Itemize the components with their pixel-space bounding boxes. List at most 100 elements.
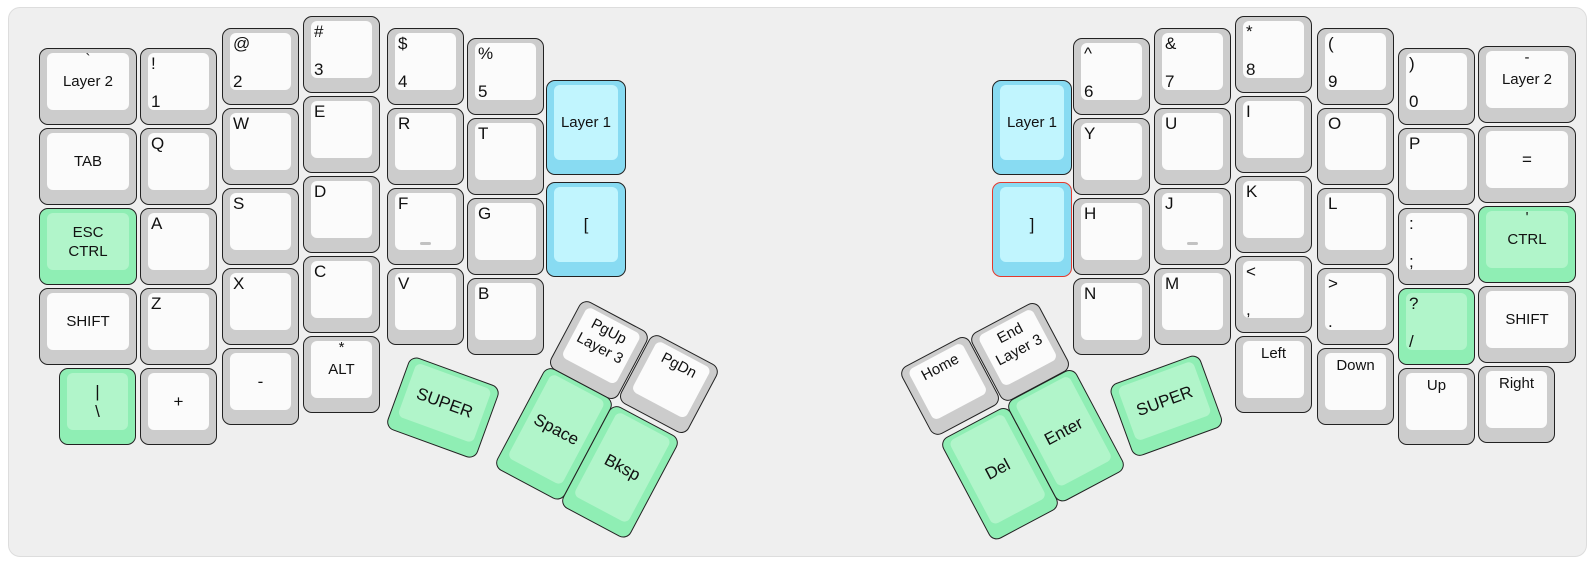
key-label: Down <box>1321 353 1390 410</box>
key-slash[interactable]: ?/ <box>1398 288 1475 365</box>
key-label-line: | <box>95 381 100 401</box>
key-u[interactable]: U <box>1154 108 1231 185</box>
key-0[interactable]: )0 <box>1398 48 1475 125</box>
keycap-top <box>148 213 209 270</box>
keycap-top <box>1081 283 1142 340</box>
keycap-top <box>1406 293 1467 350</box>
key-pipe-backslash[interactable]: |\ <box>59 368 136 445</box>
key-c[interactable]: C <box>303 256 380 333</box>
key-legend-top-left: Z <box>151 294 162 313</box>
key-6[interactable]: ^6 <box>1073 38 1150 115</box>
key-legend-top-center: ' <box>1525 209 1529 226</box>
key-b[interactable]: B <box>467 278 544 355</box>
key-w[interactable]: W <box>222 108 299 185</box>
key-e[interactable]: E <box>303 96 380 173</box>
keycap-top <box>1081 203 1142 260</box>
key-backtick-layer2[interactable]: `Layer 2 <box>39 48 137 125</box>
keycap-top <box>1162 193 1223 250</box>
key-tab[interactable]: TAB <box>39 128 137 205</box>
key-right[interactable]: Right <box>1478 366 1555 443</box>
keycap-top <box>1243 341 1304 398</box>
keycap-top <box>311 261 372 318</box>
key-p[interactable]: P <box>1398 128 1475 205</box>
key-y[interactable]: Y <box>1073 118 1150 195</box>
key-d[interactable]: D <box>303 176 380 253</box>
key-5[interactable]: %5 <box>467 38 544 115</box>
key-legend-top-left: U <box>1165 114 1178 133</box>
key-semicolon[interactable]: :; <box>1398 208 1475 285</box>
key-quote-ctrl[interactable]: 'CTRL <box>1478 206 1576 283</box>
keycap-top <box>1325 273 1386 330</box>
homing-bar <box>1187 242 1198 245</box>
key-v[interactable]: V <box>387 268 464 345</box>
key-k[interactable]: K <box>1235 176 1312 253</box>
key-legend-bottom-left: 6 <box>1084 82 1094 101</box>
key-down[interactable]: Down <box>1317 348 1394 425</box>
keycap-top <box>1243 101 1304 158</box>
key-label: CTRL <box>1482 211 1572 268</box>
key-label: + <box>144 373 213 430</box>
key-legend-top-left: O <box>1328 114 1342 133</box>
keycap-top <box>554 187 618 262</box>
keycap-top <box>1162 113 1223 170</box>
key-label: Layer 1 <box>996 85 1068 160</box>
key-label: Right <box>1482 371 1551 428</box>
key-f[interactable]: F <box>387 188 464 265</box>
key-q[interactable]: Q <box>140 128 217 205</box>
key-shift-right[interactable]: SHIFT <box>1478 286 1576 363</box>
key-layer1-left[interactable]: Layer 1 <box>546 80 626 175</box>
key-j[interactable]: J <box>1154 188 1231 265</box>
key-layer1-right[interactable]: Layer 1 <box>992 80 1072 175</box>
key-x[interactable]: X <box>222 268 299 345</box>
key-period[interactable]: >. <box>1317 268 1394 345</box>
key-left[interactable]: Left <box>1235 336 1312 413</box>
key-shift-left[interactable]: SHIFT <box>39 288 137 365</box>
key-legend-top-left: D <box>314 182 327 201</box>
keycap-top <box>395 33 456 90</box>
key-rbracket[interactable]: ] <box>992 182 1072 277</box>
key-a[interactable]: A <box>140 208 217 285</box>
keycap-top <box>475 203 536 260</box>
key-up[interactable]: Up <box>1398 368 1475 445</box>
key-1[interactable]: !1 <box>140 48 217 125</box>
key-9[interactable]: (9 <box>1317 28 1394 105</box>
key-m[interactable]: M <box>1154 268 1231 345</box>
key-label-line: SHIFT <box>1505 311 1549 328</box>
key-o[interactable]: O <box>1317 108 1394 185</box>
key-minus-layer2[interactable]: -Layer 2 <box>1478 46 1576 123</box>
key-h[interactable]: H <box>1073 198 1150 275</box>
key-label-line: Del <box>981 454 1014 484</box>
key-legend-top-left: S <box>233 194 245 213</box>
key-2[interactable]: @2 <box>222 28 299 105</box>
key-i[interactable]: I <box>1235 96 1312 173</box>
key-plus[interactable]: + <box>140 368 217 445</box>
key-label: Left <box>1239 341 1308 398</box>
key-equals[interactable]: = <box>1478 126 1576 203</box>
key-lbracket[interactable]: [ <box>546 182 626 277</box>
key-z[interactable]: Z <box>140 288 217 365</box>
key-legend-bottom-left: 8 <box>1246 60 1256 79</box>
keycap-top <box>1081 43 1142 100</box>
key-label-line: ALT <box>328 361 355 378</box>
key-legend-top-left: @ <box>233 34 251 53</box>
key-label: ] <box>996 187 1068 262</box>
key-7[interactable]: &7 <box>1154 28 1231 105</box>
key-r[interactable]: R <box>387 108 464 185</box>
key-legend-top-left: ? <box>1409 294 1419 313</box>
key-label: |\ <box>63 373 132 430</box>
key-t[interactable]: T <box>467 118 544 195</box>
key-comma[interactable]: <, <box>1235 256 1312 333</box>
key-s[interactable]: S <box>222 188 299 265</box>
key-star-alt[interactable]: *ALT <box>303 336 380 413</box>
key-3[interactable]: #3 <box>303 16 380 93</box>
keycap-top <box>1406 53 1467 110</box>
key-8[interactable]: *8 <box>1235 16 1312 93</box>
key-minus[interactable]: - <box>222 348 299 425</box>
key-n[interactable]: N <box>1073 278 1150 355</box>
key-l[interactable]: L <box>1317 188 1394 265</box>
key-4[interactable]: $4 <box>387 28 464 105</box>
keycap-top <box>1243 181 1304 238</box>
key-g[interactable]: G <box>467 198 544 275</box>
